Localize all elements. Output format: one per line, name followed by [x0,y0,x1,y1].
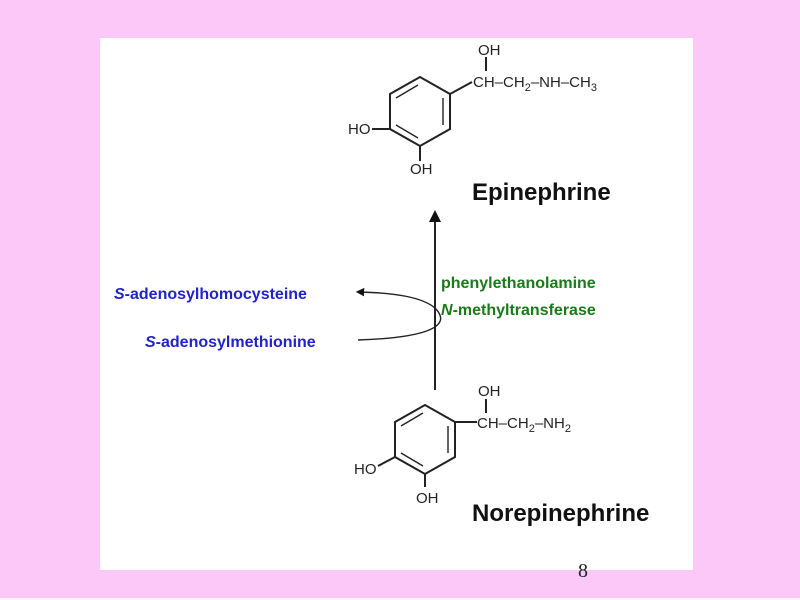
cofactor-s-adenosylhomocysteine: S-adenosylhomocysteine [114,286,307,303]
norepinephrine-hydroxyl: OH [478,383,501,400]
norepinephrine-ho-label: HO [354,461,377,478]
norepinephrine-ring-double-bond [400,412,424,427]
epinephrine-ring-to-chain-bond [449,81,473,95]
epinephrine-oh-label: OH [410,161,433,178]
epinephrine-hydroxyl: OH [478,42,501,59]
enzyme-name-line1: phenylethanolamine [441,275,596,292]
enzyme-name-line2: N-methyltransferase [441,302,596,319]
epinephrine-name: Epinephrine [472,179,611,206]
reaction-diagram: OH CH–CH2–NH–CH3 HO OH Epinephrine pheny… [114,42,649,527]
epinephrine-ho-label: HO [348,121,371,138]
epinephrine-ring-double-bond [395,124,419,139]
norepinephrine-ho-bond [377,456,396,467]
epinephrine-ring-double-bond [395,84,419,99]
epinephrine-side-chain: CH–CH2–NH–CH3 [473,74,597,94]
norepinephrine-side-chain: CH–CH2–NH2 [477,415,571,435]
page-number: 8 [578,560,588,582]
norepinephrine-oh-label: OH [416,490,439,507]
norepinephrine-ring-double-bond [400,452,424,467]
epinephrine-benzene-ring [389,75,451,148]
norepinephrine-benzene-ring [394,403,456,476]
cofactor-s-adenosylmethionine: S-adenosylmethionine [145,334,316,351]
figure-panel: OH CH–CH2–NH–CH3 HO OH Epinephrine pheny… [100,38,693,570]
norepinephrine-name: Norepinephrine [472,500,649,527]
epinephrine-structure: OH CH–CH2–NH–CH3 HO OH Epinephrine [348,42,611,206]
cofactor-curved-arrow [355,287,442,341]
norepinephrine-structure: OH CH–CH2–NH2 HO OH Norepinephrine [354,383,649,527]
